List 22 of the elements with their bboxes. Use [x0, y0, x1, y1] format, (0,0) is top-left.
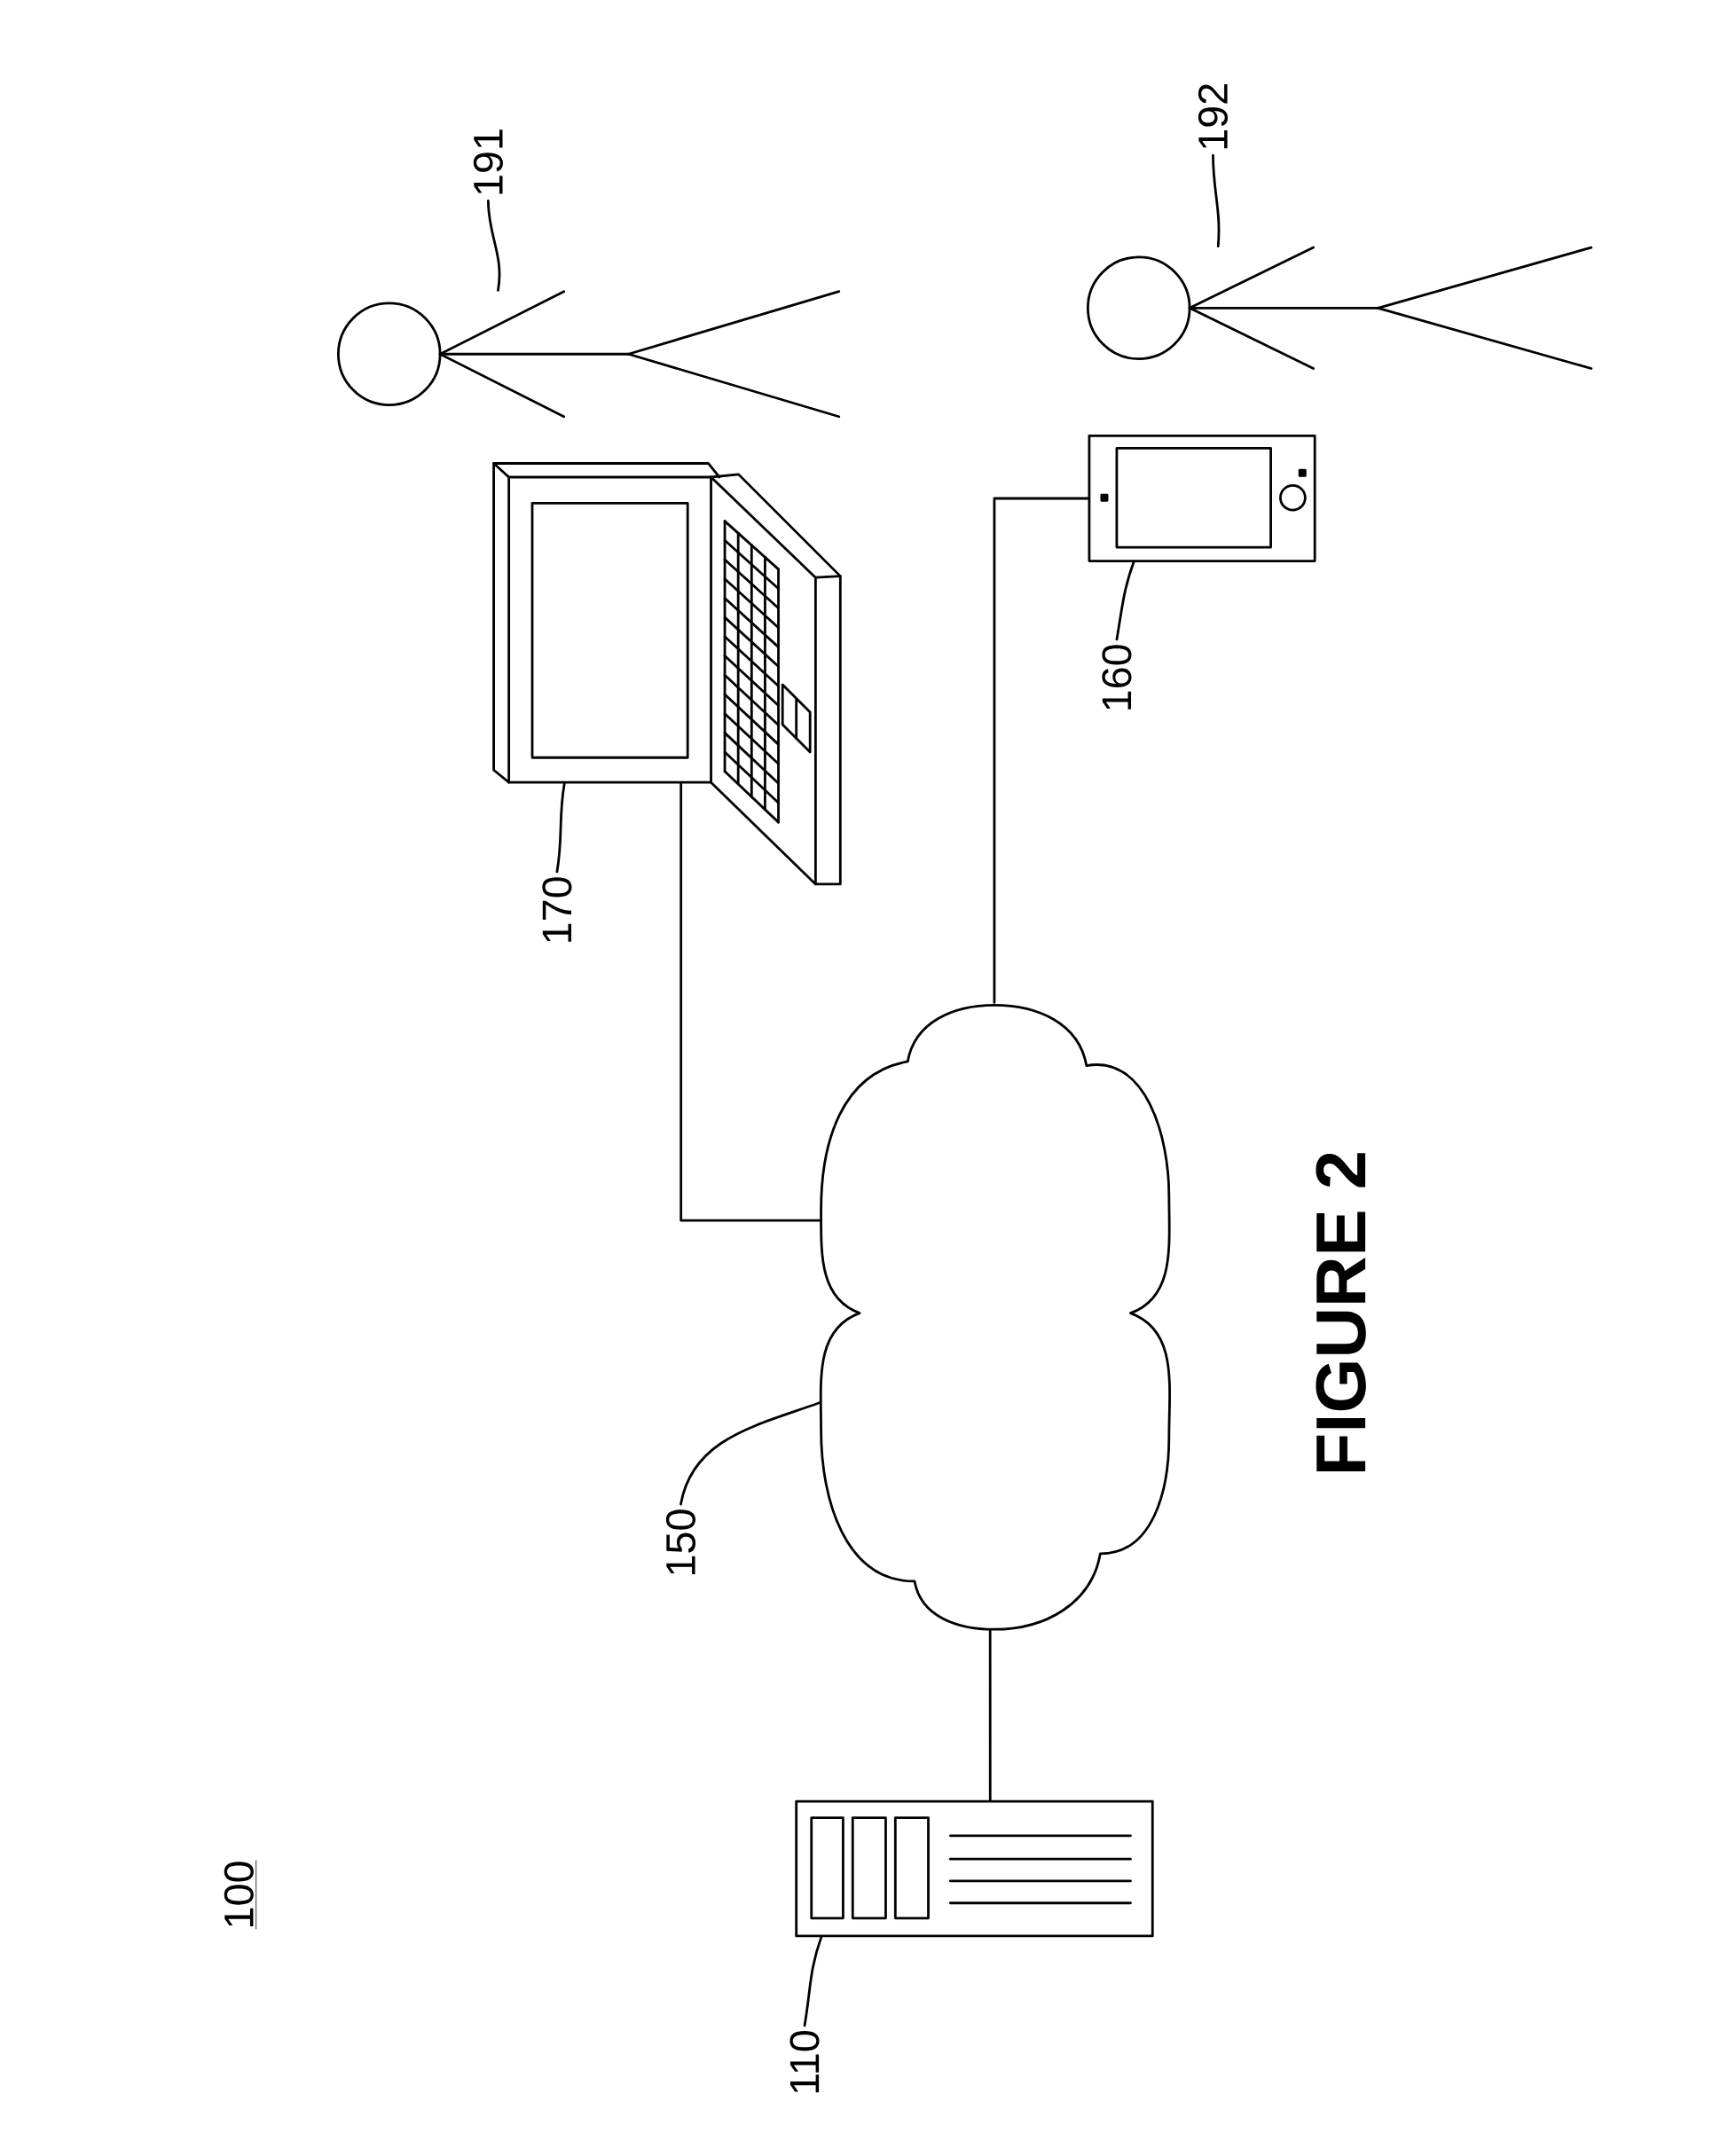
cloud-drawing [820, 1003, 1172, 1631]
connection-line [679, 782, 821, 1222]
phone-drawing [1088, 435, 1316, 562]
callout-number: 110 [789, 2031, 820, 2093]
leader-line [803, 1935, 823, 2027]
server-drawing [795, 1799, 1154, 1938]
person-drawing [337, 290, 841, 419]
figure-caption: FIGURE 2 [1316, 1153, 1367, 1472]
callout-number: 170 [542, 877, 572, 942]
leader-line [555, 782, 566, 874]
callout-number: 150 [666, 1509, 696, 1575]
connection-line [993, 497, 1090, 1004]
callout-number: 191 [474, 129, 504, 194]
leader-line [487, 200, 501, 292]
connection-line [989, 1629, 992, 1801]
leader-line [1212, 153, 1221, 248]
person-drawing [1087, 246, 1593, 370]
callout-number: 160 [1102, 645, 1132, 710]
leader-line [1115, 561, 1135, 641]
reference-numeral: 100 [224, 1860, 257, 1930]
leader-line [679, 1401, 821, 1506]
callout-number: 192 [1198, 84, 1229, 149]
